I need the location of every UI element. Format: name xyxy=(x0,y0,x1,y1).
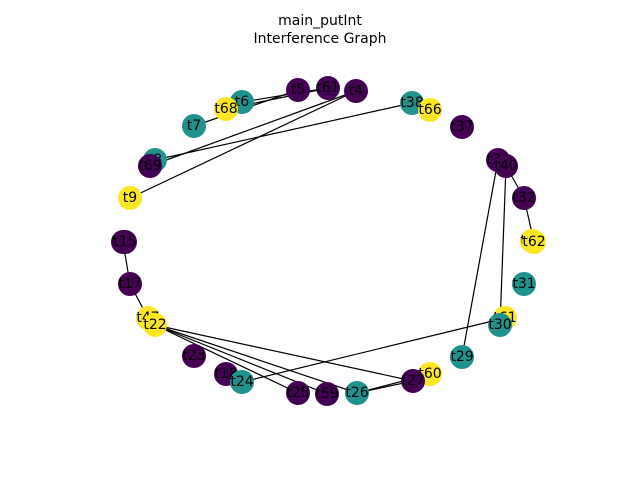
node-label: t37 xyxy=(450,119,473,135)
node-t40: t40 xyxy=(494,154,518,178)
node-t25: t25 xyxy=(286,381,310,405)
node-label: t22 xyxy=(143,317,166,333)
node-t38: t38 xyxy=(400,91,424,115)
node-t17: t17 xyxy=(118,272,142,296)
node-circle xyxy=(418,98,442,122)
node-circle xyxy=(401,369,425,393)
node-t59: t59 xyxy=(315,382,339,406)
node-t62: t62 xyxy=(522,230,546,254)
node-t24: t24 xyxy=(230,370,254,394)
graph-title: main_putInt Interference Graph xyxy=(0,12,640,48)
node-circle xyxy=(488,313,512,337)
node-circle xyxy=(143,313,167,337)
node-circle xyxy=(138,154,162,178)
node-circle xyxy=(118,272,142,296)
node-t31: t31 xyxy=(512,272,536,296)
node-t37: t37 xyxy=(450,115,474,139)
node-label: t27 xyxy=(401,373,424,389)
node-circle xyxy=(400,91,424,115)
node-circle xyxy=(315,382,339,406)
node-t7: t7 xyxy=(182,114,206,138)
node-label: t25 xyxy=(286,385,309,401)
node-t30: t30 xyxy=(488,313,512,337)
node-circle xyxy=(118,186,142,210)
node-label: t61 xyxy=(316,80,339,96)
node-circle xyxy=(286,381,310,405)
node-t9: t9 xyxy=(118,186,142,210)
node-label: t40 xyxy=(494,158,517,174)
node-label: t32 xyxy=(512,190,535,206)
node-label: t7 xyxy=(187,118,201,134)
node-label: t15 xyxy=(113,234,136,250)
node-t61: t61 xyxy=(316,76,340,100)
node-label: t68 xyxy=(214,101,237,117)
graph-title-line1: main_putInt xyxy=(278,13,362,29)
edge-t29-t39 xyxy=(461,159,499,358)
edge-t22-t25 xyxy=(154,324,299,394)
node-circle xyxy=(512,272,536,296)
node-t4: t4 xyxy=(344,79,368,103)
node-circle xyxy=(450,115,474,139)
node-label: t9 xyxy=(123,190,137,206)
edge-t9-t4 xyxy=(129,90,357,199)
node-t68: t68 xyxy=(214,97,238,121)
node-label: t59 xyxy=(315,386,338,402)
node-circle xyxy=(494,154,518,178)
node-t27: t27 xyxy=(401,369,425,393)
edge-t22-t26 xyxy=(154,324,358,394)
node-t66: t66 xyxy=(418,98,442,122)
node-t22: t22 xyxy=(143,313,167,337)
node-label: t29 xyxy=(450,349,473,365)
node-label: t30 xyxy=(488,317,511,333)
node-circle xyxy=(182,114,206,138)
node-label: t17 xyxy=(118,276,141,292)
node-t32: t32 xyxy=(512,186,536,210)
node-circle xyxy=(512,186,536,210)
node-circle xyxy=(450,345,474,369)
node-t15: t15 xyxy=(113,230,137,254)
node-label: t5 xyxy=(291,82,305,98)
edge-t8-t38 xyxy=(154,102,413,161)
node-t5: t5 xyxy=(286,78,310,102)
node-label: t6 xyxy=(235,94,249,110)
node-t23: t23 xyxy=(182,344,206,368)
node-label: t69 xyxy=(138,158,161,174)
node-circle xyxy=(344,79,368,103)
node-circle xyxy=(316,76,340,100)
node-label: t38 xyxy=(400,95,423,111)
edge-t30-t40 xyxy=(499,165,507,326)
node-circle xyxy=(522,230,546,254)
edge-t22-t27 xyxy=(154,324,414,382)
node-label: t24 xyxy=(230,374,253,390)
node-label: t4 xyxy=(349,83,363,99)
node-label: t31 xyxy=(512,276,535,292)
node-t69: t69 xyxy=(138,154,162,178)
edge-t24-t61b xyxy=(241,317,506,383)
node-label: t62 xyxy=(522,234,545,250)
graph-title-line2: Interference Graph xyxy=(253,31,387,47)
node-circle xyxy=(113,230,137,254)
node-label: t66 xyxy=(418,102,441,118)
node-circle xyxy=(182,344,206,368)
node-label: t23 xyxy=(182,348,205,364)
node-circle xyxy=(286,78,310,102)
node-circle xyxy=(214,97,238,121)
node-label: t26 xyxy=(345,385,368,401)
node-circle xyxy=(230,370,254,394)
node-layer: t5t61t4t6t68t7t38t66t37t8t69t9t39t40t32t… xyxy=(111,76,546,406)
node-t26: t26 xyxy=(345,381,369,405)
node-t29: t29 xyxy=(450,345,474,369)
node-circle xyxy=(345,381,369,405)
